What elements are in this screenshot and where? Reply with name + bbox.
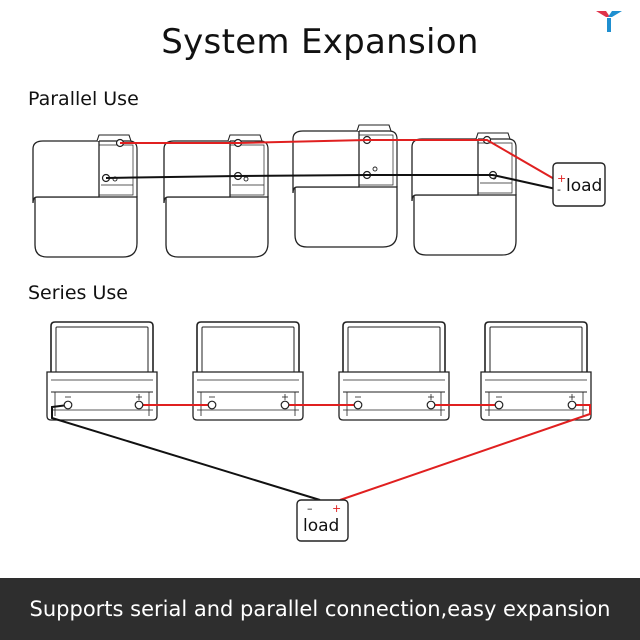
series-use-label: Series Use bbox=[28, 282, 128, 304]
series-load-label: load bbox=[303, 516, 339, 536]
series-plus-sign: + bbox=[332, 502, 341, 515]
series-load-box: – + load bbox=[296, 499, 349, 542]
series-terminals bbox=[63, 400, 577, 410]
parallel-battery-1 bbox=[32, 134, 138, 258]
brand-logo-icon bbox=[596, 11, 622, 32]
footer-text: Supports serial and parallel connection,… bbox=[29, 597, 611, 621]
parallel-battery-4 bbox=[411, 132, 517, 256]
parallel-load-box: + - load bbox=[552, 162, 606, 207]
parallel-positive-wire bbox=[120, 139, 557, 181]
footer-banner: Supports serial and parallel connection,… bbox=[0, 578, 640, 640]
connection-diagram: + - load – + load bbox=[32, 124, 606, 542]
parallel-battery-2 bbox=[163, 134, 269, 258]
parallel-battery-3 bbox=[292, 124, 398, 248]
series-terminal-marks bbox=[65, 394, 575, 400]
parallel-use-label: Parallel Use bbox=[28, 88, 139, 110]
parallel-negative-wire bbox=[105, 174, 557, 190]
series-positive-wire bbox=[339, 404, 591, 501]
parallel-minus-sign: - bbox=[557, 183, 561, 196]
page-title: System Expansion bbox=[161, 22, 479, 62]
series-minus-sign: – bbox=[307, 502, 313, 515]
series-negative-wire bbox=[51, 404, 321, 501]
parallel-load-label: load bbox=[566, 176, 602, 196]
parallel-plus-sign: + bbox=[557, 172, 566, 185]
